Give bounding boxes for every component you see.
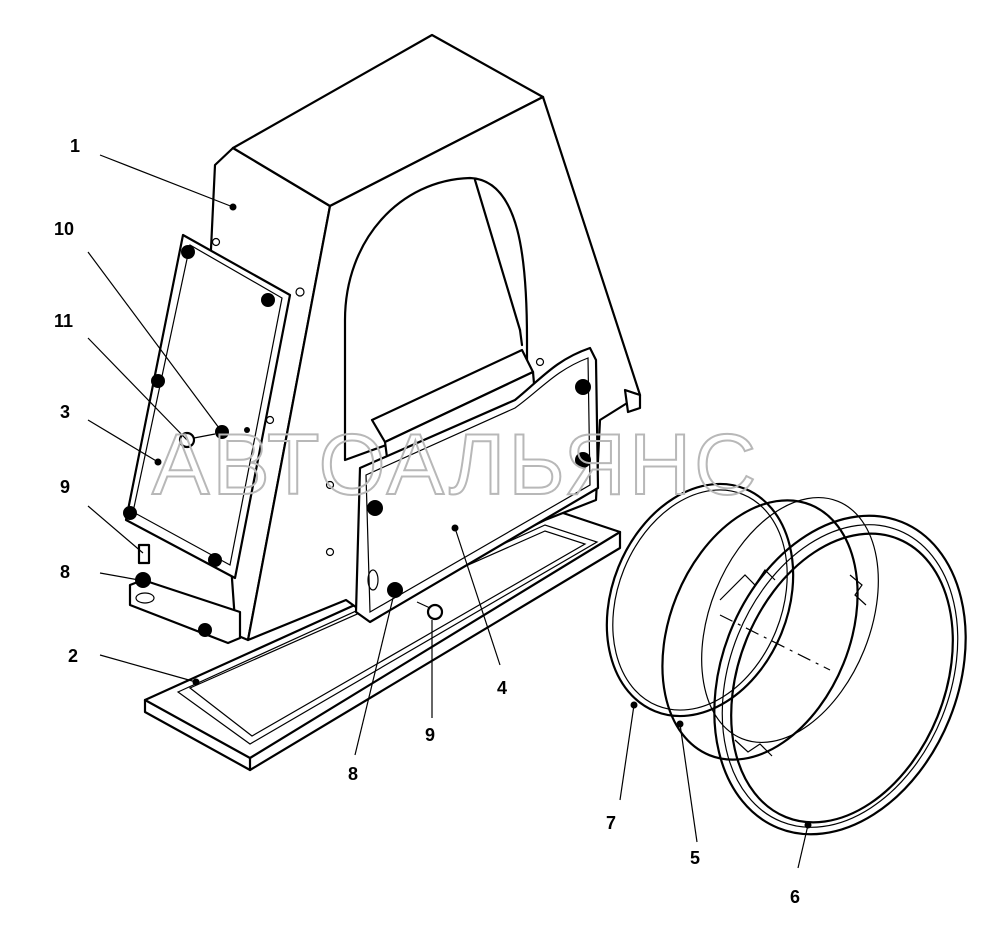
callout-label-7: 7 bbox=[606, 813, 616, 833]
callout-label-9-center: 9 bbox=[425, 725, 435, 745]
callout-label-8-left: 8 bbox=[60, 562, 70, 582]
callout-label-5: 5 bbox=[690, 848, 700, 868]
callout-label-9-left: 9 bbox=[60, 477, 70, 497]
watermark-text: АВТОАЛЬЯНС bbox=[152, 417, 759, 513]
callout-label-1: 1 bbox=[70, 136, 80, 156]
callout-label-3: 3 bbox=[60, 402, 70, 422]
callout-label-11: 11 bbox=[54, 311, 73, 331]
middle-ring bbox=[661, 496, 879, 761]
left-cover-plate bbox=[123, 233, 292, 580]
callout-label-6: 6 bbox=[790, 887, 800, 907]
callout-label-10: 10 bbox=[54, 219, 74, 239]
bottom-bracket bbox=[128, 543, 242, 645]
front-bracket-plate bbox=[354, 346, 600, 624]
leader-lines bbox=[87, 154, 812, 869]
callout-label-8-center: 8 bbox=[348, 764, 358, 784]
outer-ring bbox=[713, 514, 967, 836]
callout-label-4: 4 bbox=[497, 678, 507, 698]
seal-ring bbox=[605, 482, 795, 718]
callout-label-2: 2 bbox=[68, 646, 78, 666]
